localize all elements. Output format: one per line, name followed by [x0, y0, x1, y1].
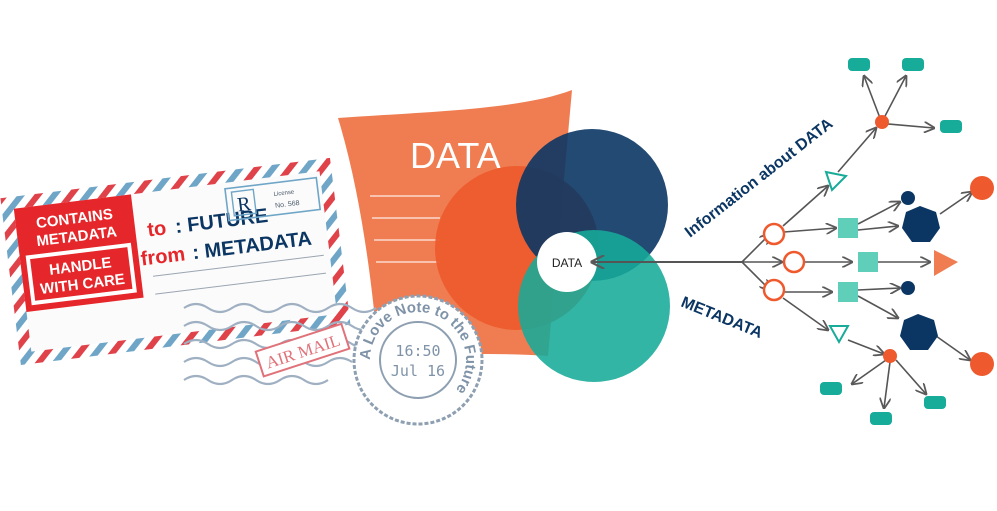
node-square [838, 282, 858, 302]
node-triangle-orange [934, 250, 958, 276]
node-triangle-outline [824, 170, 849, 192]
document-lines [370, 195, 440, 263]
network-nodes [762, 58, 994, 425]
node-dot-navy [901, 281, 915, 295]
stamp-number: No. 568 [275, 200, 300, 210]
node-ring [762, 278, 786, 302]
handle-with-care-label: CONTAINS METADATA HANDLE WITH CARE [13, 194, 144, 312]
node-hexagon [902, 206, 940, 242]
network-edges [741, 76, 972, 408]
node-pill [848, 58, 870, 71]
postmark-date: Jul 16 [391, 362, 445, 380]
node-dot-orange [875, 115, 889, 129]
address-line [153, 254, 324, 277]
node-dot-orange [883, 349, 897, 363]
document-title: DATA [410, 135, 501, 176]
node-circle-orange [970, 176, 994, 200]
from-prefix: from [140, 243, 187, 270]
node-pill [924, 396, 946, 409]
info-label: Information about DATA [682, 115, 837, 241]
stamp-letter: R [236, 193, 253, 217]
node-pill [870, 412, 892, 425]
stamp-license: License [273, 189, 295, 198]
address-line [155, 272, 327, 295]
node-hexagon [900, 314, 938, 350]
venn-diagram: DATA [435, 129, 670, 382]
node-dot-navy [901, 191, 915, 205]
node-pill [820, 382, 842, 395]
postmark-time: 16:50 [395, 342, 440, 360]
round-postmark: A Love Note to the Future 16:50 Jul 16 [352, 294, 484, 426]
metadata-label: METADATA [679, 294, 766, 342]
venn-center [537, 232, 597, 292]
node-pill [940, 120, 962, 133]
node-triangle-outline [828, 325, 850, 345]
node-square [858, 252, 878, 272]
venn-center-label: DATA [552, 256, 582, 270]
to-prefix: to [146, 217, 167, 241]
node-circle-orange [970, 352, 994, 376]
node-square [838, 218, 858, 238]
node-pill [902, 58, 924, 71]
envelope: CONTAINS METADATA HANDLE WITH CARE to : … [0, 157, 351, 366]
registered-stamp: R License No. 568 [224, 176, 322, 222]
node-ring [782, 250, 806, 274]
node-ring [762, 222, 786, 246]
